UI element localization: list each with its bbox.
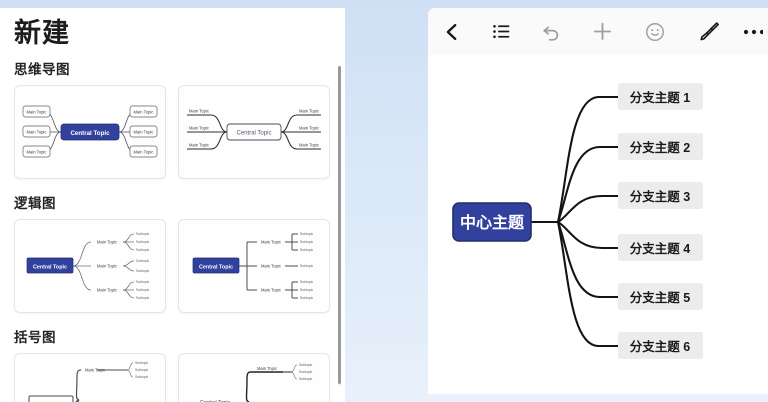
vertical-scrollbar-track[interactable]	[338, 66, 341, 386]
branch-label: 分支主题 6	[630, 339, 690, 354]
template-gallery-scroll[interactable]: 新建 思维导图 Central T	[14, 8, 332, 402]
svg-text:Main Topic: Main Topic	[27, 130, 47, 135]
svg-text:Subtopic: Subtopic	[300, 280, 313, 284]
branch-node[interactable]: 分支主题 4	[618, 234, 703, 261]
branch-label: 分支主题 4	[630, 241, 690, 256]
back-button[interactable]	[428, 8, 476, 55]
editor-toolbar	[428, 8, 768, 56]
branch-node[interactable]: 分支主题 3	[618, 182, 703, 209]
card-row-mindmap: Central Topic Main Topic Main Topic	[14, 85, 332, 180]
svg-text:Central Topic: Central Topic	[237, 131, 272, 137]
svg-text:Central Topic: Central Topic	[200, 400, 231, 402]
template-gallery-panel: 新建 思维导图 Central T	[0, 8, 345, 402]
card-row-bracket: Central Topic Main Topic Main Topic Subt…	[14, 353, 332, 402]
undo-button[interactable]	[526, 8, 576, 55]
svg-text:Main Topic: Main Topic	[134, 150, 154, 155]
svg-text:Subtopic: Subtopic	[135, 375, 148, 379]
svg-text:Subtopic: Subtopic	[299, 363, 312, 367]
svg-text:Subtopic: Subtopic	[300, 240, 313, 244]
svg-text:Main Topic: Main Topic	[97, 264, 117, 269]
svg-text:Central Topic: Central Topic	[70, 130, 110, 137]
svg-text:Subtopic: Subtopic	[136, 296, 149, 300]
svg-text:Subtopic: Subtopic	[300, 232, 313, 236]
svg-text:Subtopic: Subtopic	[136, 240, 149, 244]
brush-icon	[699, 22, 719, 41]
section-heading-logic: 逻辑图	[14, 196, 56, 212]
svg-text:Main Topic: Main Topic	[189, 143, 209, 148]
svg-text:Subtopic: Subtopic	[136, 269, 149, 273]
branch-node[interactable]: 分支主题 6	[618, 332, 703, 359]
svg-text:Main Topic: Main Topic	[97, 240, 117, 245]
mindmap-editor-panel: 中心主题 分支主题 1 分支主题 2 分支主题 3 分支主题 4	[428, 8, 768, 394]
svg-text:Subtopic: Subtopic	[299, 377, 312, 381]
svg-text:Main Topic: Main Topic	[27, 150, 47, 155]
svg-text:Central Topic: Central Topic	[199, 265, 233, 271]
svg-text:Subtopic: Subtopic	[136, 232, 149, 236]
branch-label: 分支主题 1	[630, 90, 690, 105]
branch-node[interactable]: 分支主题 1	[618, 83, 703, 110]
svg-text:Subtopic: Subtopic	[135, 361, 148, 365]
template-card-logic-orthogonal[interactable]: Central Topic Main Topic Main Topic Main…	[178, 219, 330, 314]
svg-text:Main Topic: Main Topic	[85, 368, 105, 373]
template-card-mindmap-underline[interactable]: Central Topic Main Topic Main Topic Main…	[178, 85, 330, 180]
svg-text:Main Topic: Main Topic	[261, 288, 281, 293]
template-card-mindmap-filled[interactable]: Central Topic Main Topic Main Topic	[14, 85, 166, 180]
svg-text:Main Topic: Main Topic	[97, 288, 117, 293]
central-topic-node[interactable]: 中心主题	[452, 202, 532, 242]
svg-text:Subtopic: Subtopic	[136, 288, 149, 292]
svg-text:Subtopic: Subtopic	[136, 259, 149, 263]
list-icon	[492, 24, 509, 39]
svg-text:Main Topic: Main Topic	[261, 240, 281, 245]
svg-text:Central Topic: Central Topic	[33, 265, 67, 271]
svg-text:Main Topic: Main Topic	[261, 264, 281, 269]
svg-text:Main Topic: Main Topic	[257, 366, 277, 371]
branch-node[interactable]: 分支主题 5	[618, 283, 703, 310]
plus-icon	[593, 22, 611, 41]
more-button[interactable]	[736, 8, 768, 55]
smiley-icon	[646, 22, 664, 41]
svg-text:Main Topic: Main Topic	[299, 109, 319, 114]
branch-node[interactable]: 分支主题 2	[618, 133, 703, 160]
svg-text:Main Topic: Main Topic	[189, 109, 209, 114]
branch-label: 分支主题 2	[630, 140, 690, 155]
branch-connectors	[526, 95, 620, 348]
svg-text:Main Topic: Main Topic	[189, 126, 209, 131]
svg-text:Main Topic: Main Topic	[134, 110, 154, 115]
svg-text:Subtopic: Subtopic	[300, 248, 313, 252]
svg-text:Main Topic: Main Topic	[27, 110, 47, 115]
svg-text:Main Topic: Main Topic	[134, 130, 154, 135]
svg-text:Main Topic: Main Topic	[299, 143, 319, 148]
add-node-button[interactable]	[576, 8, 628, 55]
svg-text:Subtopic: Subtopic	[299, 370, 312, 374]
svg-text:Subtopic: Subtopic	[300, 296, 313, 300]
svg-text:Subtopic: Subtopic	[300, 288, 313, 292]
svg-text:Subtopic: Subtopic	[136, 280, 149, 284]
branch-label: 分支主题 3	[630, 189, 690, 204]
template-card-logic-curved[interactable]: Central Topic Main Topic Main Topic Main…	[14, 219, 166, 314]
undo-icon	[543, 26, 559, 41]
section-heading-mindmap: 思维导图	[14, 62, 70, 78]
central-topic-label: 中心主题	[460, 213, 525, 232]
mindmap-canvas[interactable]: 中心主题 分支主题 1 分支主题 2 分支主题 3 分支主题 4	[428, 55, 768, 394]
svg-text:Main Topic: Main Topic	[299, 126, 319, 131]
chevron-left-icon	[446, 23, 457, 40]
svg-text:Subtopic: Subtopic	[300, 264, 313, 268]
more-dots-icon	[743, 29, 763, 34]
page-title: 新建	[14, 18, 70, 48]
format-brush-button[interactable]	[682, 8, 736, 55]
vertical-scrollbar-thumb[interactable]	[338, 66, 341, 384]
svg-text:Subtopic: Subtopic	[136, 248, 149, 252]
branch-label: 分支主题 5	[630, 290, 690, 305]
template-card-bracket-underline[interactable]: Central Topic Main Topic Main Topic Subt…	[178, 353, 330, 402]
card-row-logic: Central Topic Main Topic Main Topic Main…	[14, 219, 332, 314]
outline-button[interactable]	[476, 8, 526, 55]
emoji-button[interactable]	[628, 8, 682, 55]
svg-text:Subtopic: Subtopic	[135, 368, 148, 372]
section-heading-bracket: 括号图	[14, 330, 56, 346]
template-card-bracket-boxed[interactable]: Central Topic Main Topic Main Topic Subt…	[14, 353, 166, 402]
